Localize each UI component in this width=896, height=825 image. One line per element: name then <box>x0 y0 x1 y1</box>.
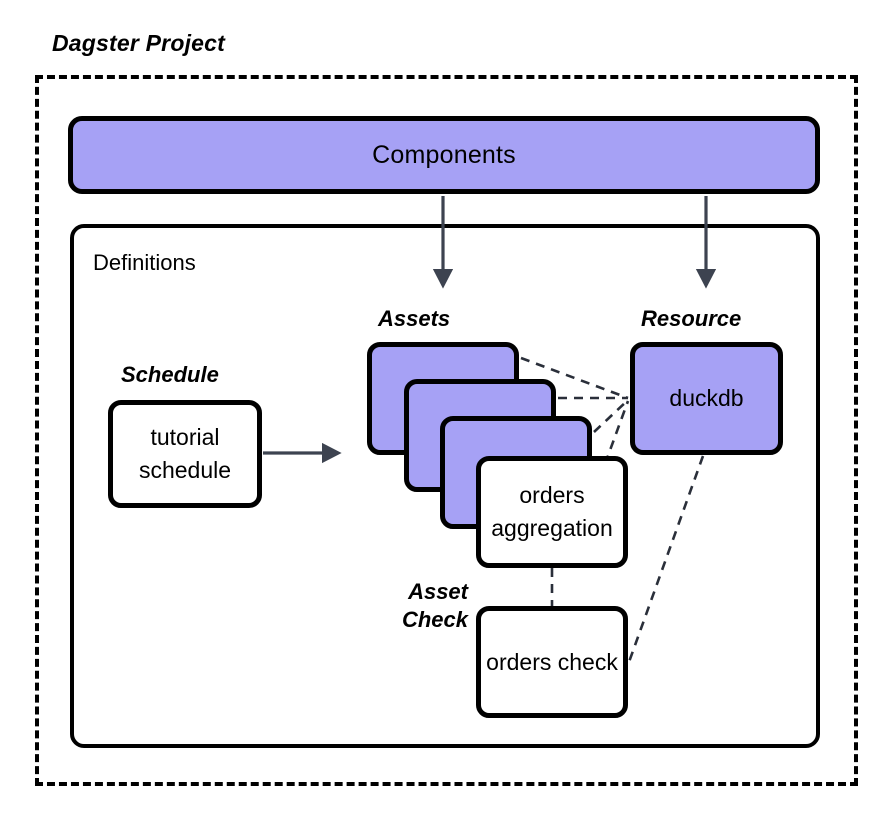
components-label: Components <box>372 140 516 169</box>
schedule-caption: Schedule <box>121 362 219 387</box>
node-duckdb[interactable]: duckdb <box>630 342 783 455</box>
node-orders-check[interactable]: orders check <box>476 606 628 718</box>
node-tutorial-schedule[interactable]: tutorial schedule <box>108 400 262 508</box>
asset-check-caption: Asset Check <box>401 579 468 633</box>
node-orders-check-label: orders check <box>486 648 618 675</box>
components-box[interactable]: Components <box>68 116 820 194</box>
dagster-project-frame <box>35 75 858 786</box>
resource-caption: Resource <box>641 306 742 331</box>
definitions-label: Definitions <box>93 250 196 275</box>
node-orders-aggregation-label: orders aggregation <box>491 482 613 541</box>
assets-caption: Assets <box>378 306 451 331</box>
node-tutorial-schedule-label: tutorial schedule <box>138 424 232 483</box>
node-duckdb-label: duckdb <box>669 385 744 412</box>
node-orders-aggregation[interactable]: orders aggregation <box>476 456 628 568</box>
page-title: Dagster Project <box>52 30 226 56</box>
